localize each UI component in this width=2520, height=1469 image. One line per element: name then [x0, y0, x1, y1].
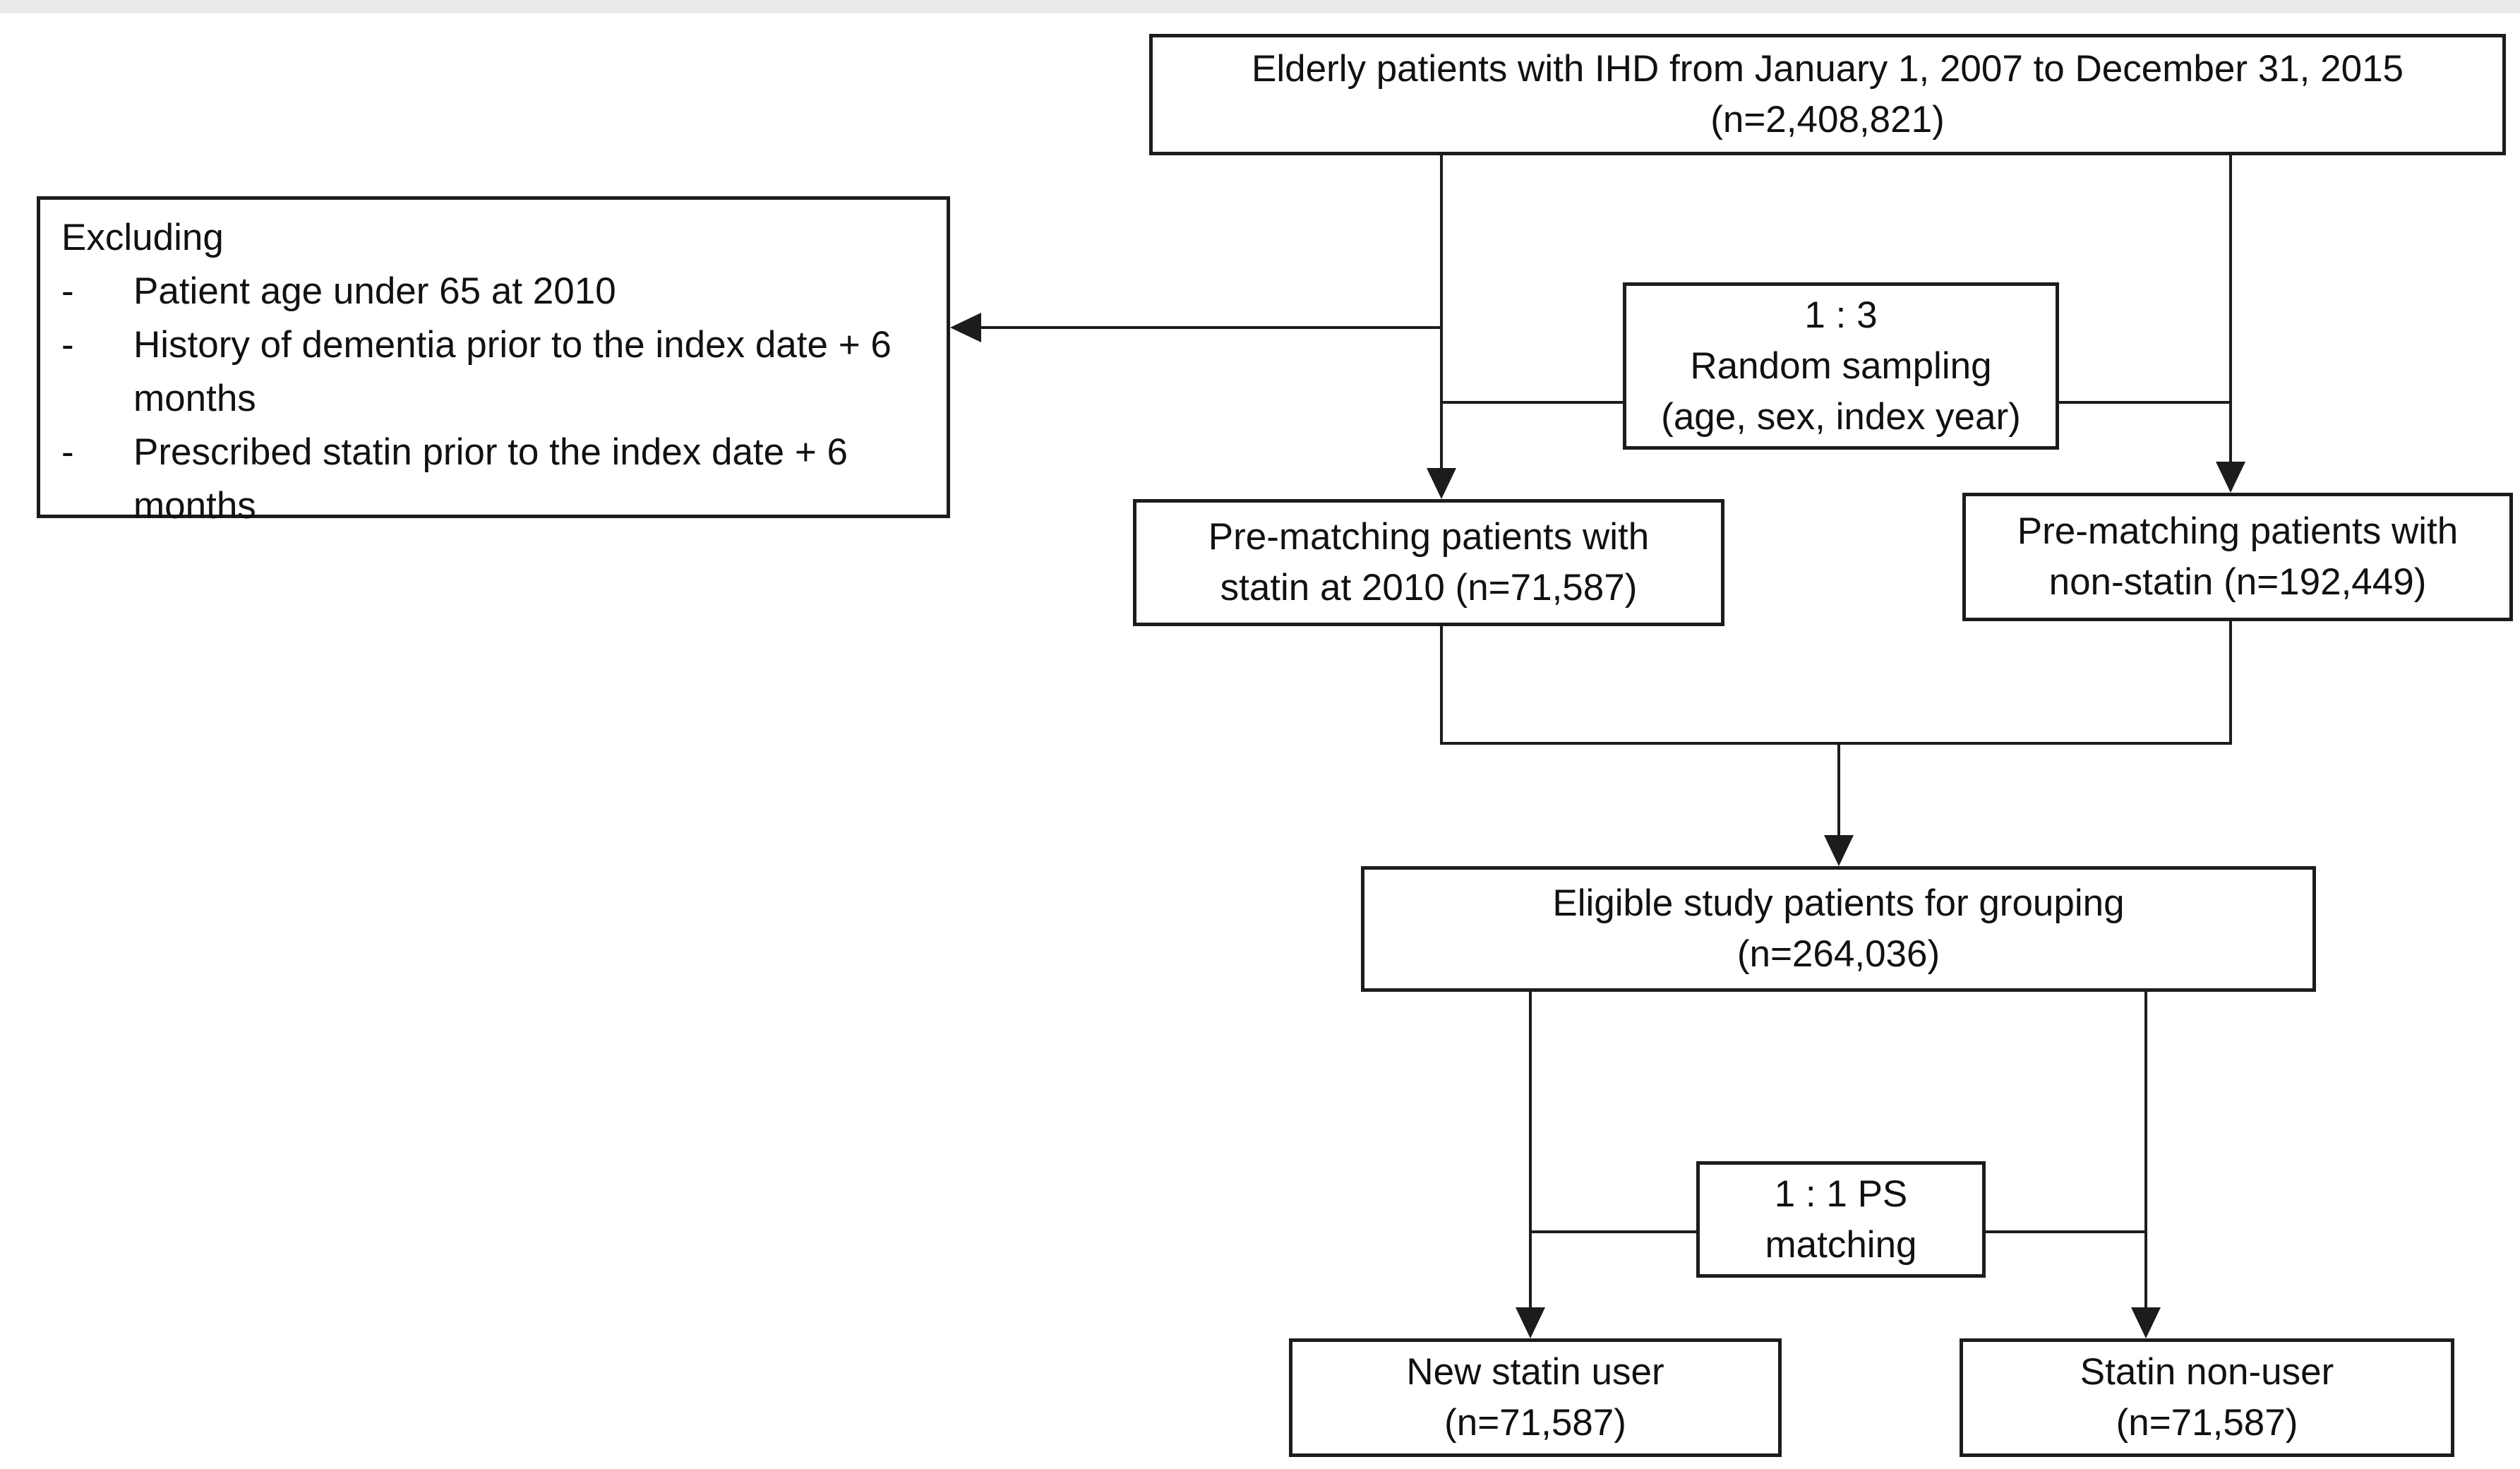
- connector-prematch-statin-down: [1440, 625, 1443, 745]
- connector-psmatch-right: [1986, 1230, 2146, 1233]
- node-source-line1: Elderly patients with IHD from January 1…: [1251, 48, 2404, 90]
- excluding-title: Excluding: [61, 217, 224, 258]
- node-source-population: Elderly patients with IHD from January 1…: [1149, 34, 2506, 155]
- connector-source-to-statin-arm: [1440, 154, 1443, 472]
- arrowhead-into-excluding: [950, 313, 981, 342]
- node-eligible: Eligible study patients for grouping (n=…: [1361, 866, 2316, 992]
- connector-source-to-nonstatin-arm: [2229, 154, 2232, 464]
- node-source-count: (n=2,408,821): [1710, 99, 1945, 140]
- sampling-criteria: (age, sex, index year): [1661, 395, 2021, 438]
- eligible-line1: Eligible study patients for grouping: [1552, 882, 2125, 924]
- ps-matching-line2: matching: [1765, 1223, 1917, 1266]
- connector-sampling-right: [2058, 401, 2232, 404]
- prematch-nonstatin-line2: non-statin (n=192,449): [2048, 561, 2427, 603]
- connector-to-excluding: [976, 326, 1441, 329]
- connector-merge-to-eligible: [1837, 742, 1840, 838]
- scan-artifact-band: [0, 0, 2520, 13]
- node-new-statin-user: New statin user (n=71,587): [1289, 1338, 1782, 1457]
- node-statin-nonuser: Statin non-user (n=71,587): [1960, 1338, 2454, 1457]
- ps-matching-line1: 1 : 1 PS: [1774, 1173, 1908, 1215]
- statin-nonuser-count: (n=71,587): [2116, 1402, 2298, 1444]
- connector-eligible-to-nonuser: [2144, 990, 2147, 1309]
- arrowhead-into-prematch-nonstatin: [2216, 462, 2245, 493]
- sampling-ratio: 1 : 3: [1804, 294, 1878, 336]
- excluding-item-1-text: Patient age under 65 at 2010: [133, 270, 616, 312]
- excluding-item-3: - Prescribed statin prior to the index d…: [61, 426, 925, 533]
- excluding-item-1-bullet: -: [61, 270, 74, 312]
- node-random-sampling: 1 : 3 Random sampling (age, sex, index y…: [1623, 282, 2059, 450]
- prematch-statin-line2: statin at 2010 (n=71,587): [1220, 567, 1638, 608]
- node-prematch-statin: Pre-matching patients with statin at 201…: [1133, 499, 1724, 626]
- arrowhead-into-eligible: [1824, 835, 1854, 866]
- new-statin-user-line1: New statin user: [1406, 1351, 1664, 1393]
- connector-eligible-to-newuser: [1529, 990, 1532, 1309]
- connector-sampling-left: [1440, 401, 1624, 404]
- arrowhead-into-newuser: [1516, 1307, 1545, 1338]
- statin-nonuser-line1: Statin non-user: [2080, 1351, 2334, 1393]
- arrowhead-into-nonuser: [2131, 1307, 2161, 1338]
- node-ps-matching: 1 : 1 PS matching: [1696, 1161, 1986, 1278]
- eligible-count: (n=264,036): [1736, 933, 1940, 975]
- excluding-item-2-text: History of dementia prior to the index d…: [133, 324, 892, 419]
- new-statin-user-count: (n=71,587): [1444, 1402, 1626, 1444]
- node-excluding: Excluding - Patient age under 65 at 2010…: [37, 196, 950, 527]
- excluding-item-3-text: Prescribed statin prior to the index dat…: [133, 431, 848, 527]
- excluding-item-1: - Patient age under 65 at 2010: [61, 265, 925, 318]
- connector-merge-join: [1440, 742, 2232, 745]
- prematch-nonstatin-line1: Pre-matching patients with: [2017, 510, 2459, 552]
- arrowhead-into-prematch-statin: [1427, 468, 1456, 499]
- excluding-item-2-bullet: -: [61, 324, 74, 366]
- node-prematch-nonstatin: Pre-matching patients with non-statin (n…: [1962, 493, 2513, 621]
- excluding-item-2: - History of dementia prior to the index…: [61, 318, 925, 426]
- connector-psmatch-left: [1529, 1230, 1696, 1233]
- sampling-label: Random sampling: [1690, 344, 1992, 387]
- excluding-item-3-bullet: -: [61, 431, 74, 473]
- prematch-statin-line1: Pre-matching patients with: [1208, 516, 1650, 558]
- connector-prematch-nonstatin-down: [2229, 620, 2232, 745]
